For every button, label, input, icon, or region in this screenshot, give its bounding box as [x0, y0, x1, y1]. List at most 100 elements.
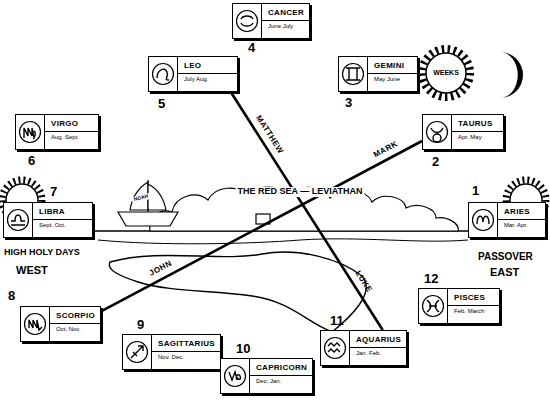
sun-label: WEEKS: [433, 69, 459, 77]
zodiac-icon: [6, 208, 30, 232]
zodiac-glyph: [11, 215, 25, 225]
sign-name: LEO: [178, 57, 237, 74]
month-range: Aug. Sept.: [45, 132, 98, 143]
text-column: GEMINIMay June: [368, 57, 417, 91]
callout-number: 12: [424, 272, 438, 286]
icon-cell: [469, 203, 498, 237]
zodiac-box: CAPRICORNDec. Jan.: [220, 358, 313, 394]
icon-ring: [20, 122, 41, 143]
month-range: Mar. Apr.: [498, 220, 545, 231]
zodiac-glyph: [346, 68, 360, 80]
icon-ring: [127, 342, 148, 363]
month-range: Sept. Oct.: [33, 220, 92, 231]
zodiac-icon: [471, 208, 495, 232]
zodiac-glyph: [131, 346, 143, 358]
zodiac-glyph: [29, 320, 42, 330]
zodiac-glyph: [229, 372, 240, 380]
gospel-line: [101, 141, 422, 311]
icon-ring: [225, 366, 246, 387]
zodiac-box: LIBRASept. Oct.: [3, 202, 93, 238]
zodiac-icon: [223, 364, 247, 388]
month-range: July Aug.: [178, 74, 237, 85]
zodiac-icon: [18, 120, 42, 144]
gospel-label: MARK: [372, 140, 399, 160]
zodiac-glyph: [328, 343, 340, 352]
direction-label: EAST: [490, 266, 519, 278]
sign-name: SAGITTARIUS: [152, 335, 220, 352]
gospel-line: [231, 92, 383, 330]
zodiac-box: ARIESMar. Apr.: [468, 202, 546, 238]
icon-cell: [149, 57, 178, 91]
zodiac-icon: [341, 62, 365, 86]
sign-name: CAPRICORN: [250, 359, 312, 376]
icon-ring: [8, 210, 29, 231]
icon-cell: [339, 57, 368, 91]
callout-number: 2: [432, 155, 439, 169]
zodiac-box: AQUARIUSJan. Feb.: [320, 330, 407, 366]
sign-name: LIBRA: [33, 203, 92, 220]
text-column: ARIESMar. Apr.: [498, 203, 545, 237]
text-column: CANCERJune July: [262, 4, 309, 38]
zodiac-box: TAURUSApr. May: [422, 114, 504, 150]
zodiac-icon: [421, 294, 445, 318]
month-range: June July: [262, 21, 309, 32]
ship: [118, 180, 178, 226]
icon-cell: [16, 115, 45, 149]
month-range: Oct. Nov.: [50, 324, 100, 335]
text-column: TAURUSApr. May: [452, 115, 503, 149]
text-column: CAPRICORNDec. Jan.: [250, 359, 312, 393]
text-column: LIBRASept. Oct.: [33, 203, 92, 237]
direction-label: WEST: [16, 264, 48, 276]
zodiac-box: LEOJuly Aug.: [148, 56, 238, 92]
zodiac-glyph: [241, 16, 253, 26]
callout-number: 1: [472, 184, 479, 198]
text-column: AQUARIUSJan. Feb.: [350, 331, 406, 365]
sign-name: SCORPIO: [50, 307, 100, 324]
callout-number: 11: [330, 314, 344, 328]
icon-cell: [233, 4, 262, 38]
month-range: Nov. Dec.: [152, 352, 220, 363]
icon-cell: [321, 331, 350, 365]
callout-number: 6: [28, 154, 35, 168]
moon: [500, 52, 523, 98]
water-line: [98, 239, 468, 244]
icon-ring: [325, 338, 346, 359]
sign-name: GEMINI: [368, 57, 417, 74]
zodiac-icon: [425, 120, 449, 144]
zodiac-glyph: [24, 128, 35, 138]
text-column: LEOJuly Aug.: [178, 57, 237, 91]
sign-name: CANCER: [262, 4, 309, 21]
icon-cell: [123, 335, 152, 369]
icon-ring: [237, 11, 258, 32]
icon-cell: [4, 203, 33, 237]
east-note: PASSOVER: [478, 251, 533, 262]
icon-ring: [343, 64, 364, 85]
sea-label: THE RED SEA — LEVIATHAN: [235, 187, 364, 197]
icon-cell: [419, 289, 448, 323]
month-range: May June: [368, 74, 417, 85]
sign-name: VIRGO: [45, 115, 98, 132]
zodiac-icon: [125, 340, 149, 364]
gospel-label: LUKE: [353, 270, 373, 295]
callout-number: 5: [158, 97, 165, 111]
zodiac-box: SAGITTARIUSNov. Dec.: [122, 334, 221, 370]
month-range: Feb. March: [448, 306, 499, 317]
zodiac-glyph: [427, 300, 439, 312]
icon-ring: [427, 122, 448, 143]
zodiac-glyph: [431, 128, 443, 142]
zodiac-icon: [151, 62, 175, 86]
callout-number: 10: [236, 342, 250, 356]
zodiac-icon: [23, 312, 47, 336]
sun-weeks: [422, 49, 470, 97]
zodiac-box: CANCERJune July: [232, 3, 310, 39]
callout-number: 8: [8, 289, 15, 303]
callout-number: 7: [50, 185, 57, 199]
icon-ring: [473, 210, 494, 231]
west-note: HIGH HOLY DAYS: [4, 248, 80, 258]
callout-number: 3: [345, 96, 352, 110]
sign-name: TAURUS: [452, 115, 503, 132]
callout-number: 9: [137, 318, 144, 332]
zodiac-box: SCORPIOOct. Nov.: [20, 306, 101, 342]
zodiac-icon: [235, 9, 259, 33]
